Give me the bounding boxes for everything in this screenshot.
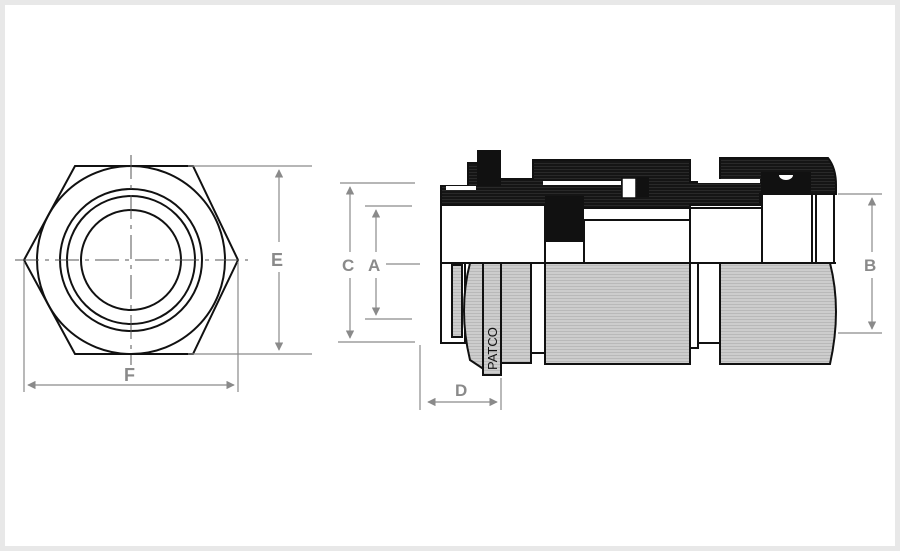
gland-section-lower xyxy=(440,262,837,376)
hex-centerlines xyxy=(15,155,248,365)
label-f: F xyxy=(124,365,135,385)
dimension-b xyxy=(838,193,882,334)
label-c: C xyxy=(342,256,354,275)
dimension-c xyxy=(338,182,415,343)
lock-ring xyxy=(761,172,811,194)
label-a: A xyxy=(368,256,380,275)
dimension-a xyxy=(365,205,420,320)
label-e: E xyxy=(271,250,283,270)
dimension-d xyxy=(419,345,502,410)
gland-interior-upper xyxy=(440,193,835,264)
gland-section-upper xyxy=(440,150,837,241)
seal-block xyxy=(545,196,584,241)
dimension-f xyxy=(23,262,239,392)
dimension-e xyxy=(188,165,312,355)
label-d: D xyxy=(455,381,467,400)
set-screw xyxy=(477,150,501,186)
label-b: B xyxy=(864,256,876,275)
patco-brand-mark: PATCO xyxy=(485,327,500,370)
